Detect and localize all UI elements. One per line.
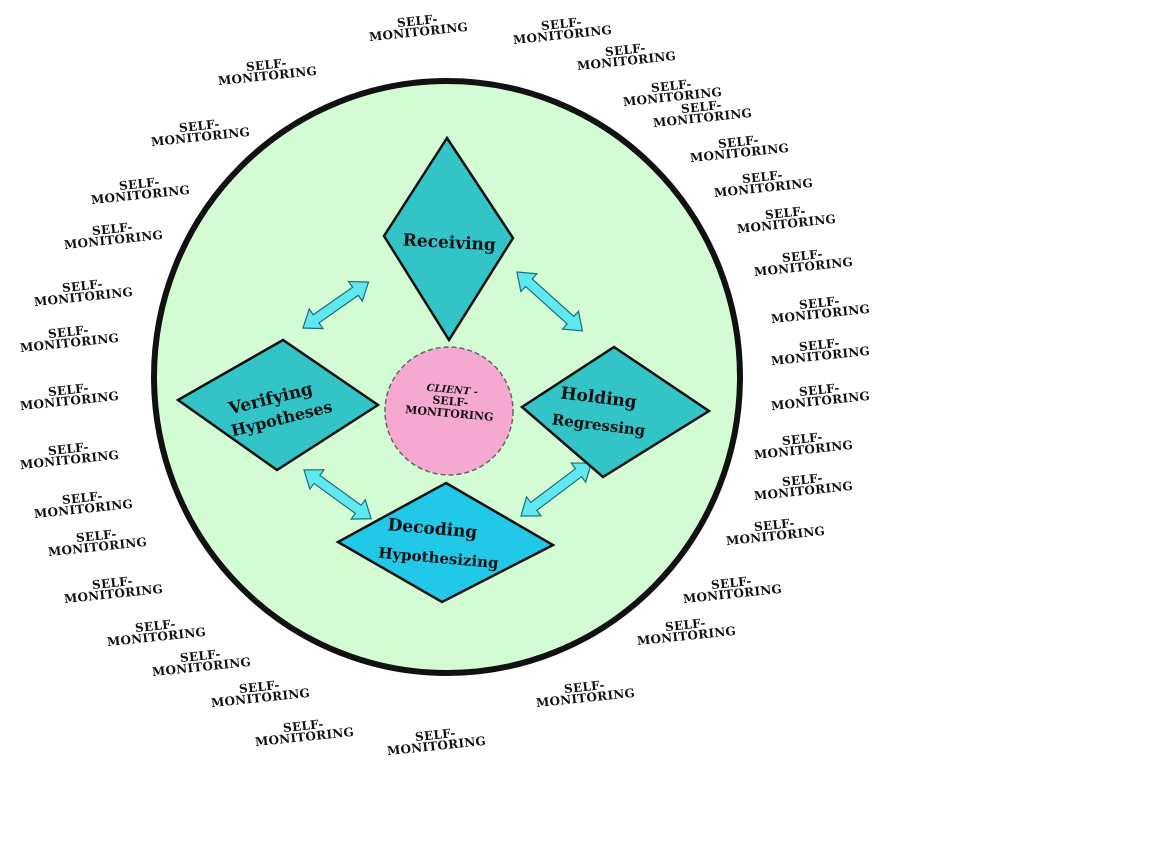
node-receiving-diamond[interactable] [382, 135, 515, 343]
center-label-line2: SELF- [432, 393, 469, 409]
arrow-receiving-holding [516, 271, 584, 332]
arrow-verifying-decoding [303, 469, 372, 520]
node-holding-diamond[interactable] [519, 345, 712, 479]
node-verifying-diamond[interactable] [175, 338, 381, 472]
arrow-receiving-verifying [302, 280, 370, 330]
center-label-line1: CLIENT - [426, 383, 478, 398]
node-decoding-diamond[interactable] [335, 481, 556, 604]
receiving-label: Receiving [402, 231, 496, 256]
center-circle [384, 346, 514, 476]
